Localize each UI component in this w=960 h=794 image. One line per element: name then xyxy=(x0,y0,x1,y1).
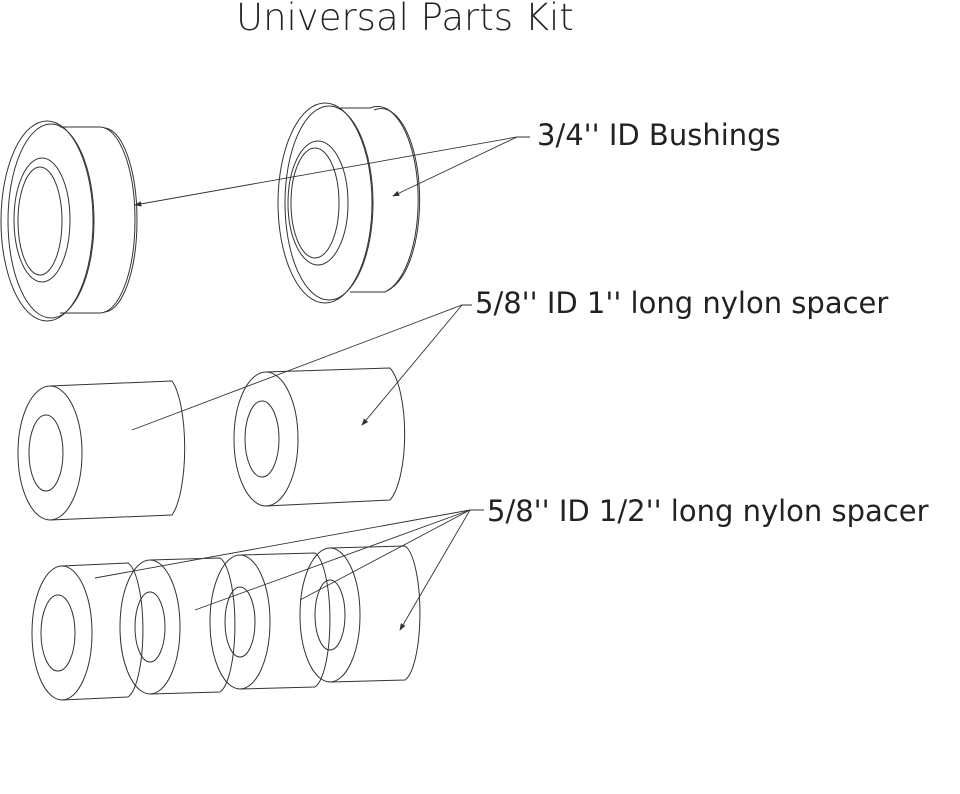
spacer-half-in-1 xyxy=(31,562,144,701)
spacer-half-in-2 xyxy=(119,557,236,695)
leader-lines xyxy=(94,136,530,631)
bushing-1 xyxy=(0,120,138,322)
bushing-2 xyxy=(277,102,421,304)
spacer-half-in-3 xyxy=(209,552,331,690)
spacer-half-in-4 xyxy=(299,545,421,683)
label-spacer-1in: 5/8'' ID 1'' long nylon spacer xyxy=(475,286,889,320)
spacer-1in-1 xyxy=(17,380,186,521)
label-bushings: 3/4'' ID Bushings xyxy=(537,118,781,152)
spacer-1in-2 xyxy=(233,367,406,507)
label-spacer-half-in: 5/8'' ID 1/2'' long nylon spacer xyxy=(487,494,929,528)
diagram-title: Universal Parts Kit xyxy=(236,0,574,39)
